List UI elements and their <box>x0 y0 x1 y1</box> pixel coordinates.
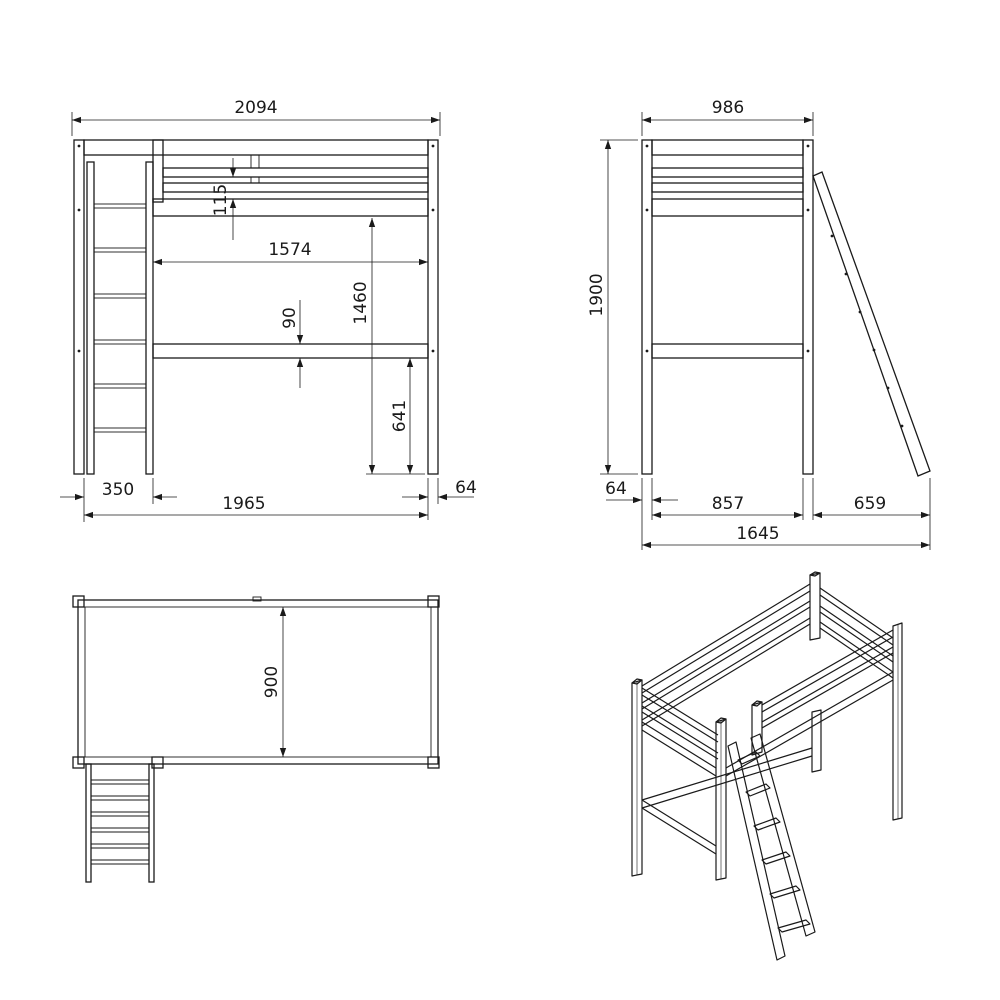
ladder-left-rail <box>86 161 95 475</box>
dim-post-width: 64 <box>455 478 477 498</box>
top-corner-post <box>427 595 440 608</box>
top-ladder <box>85 763 155 883</box>
top-corner-post <box>427 756 440 769</box>
bed-frame-side <box>152 198 429 217</box>
dim-underside-height: 641 <box>390 400 410 432</box>
ladder-right-rail <box>145 161 154 475</box>
dim-side-inner-width: 857 <box>712 494 744 514</box>
guard-slat <box>162 182 429 193</box>
front-right-post <box>427 139 439 475</box>
isometric-view <box>631 571 903 961</box>
front-left-post <box>73 139 85 475</box>
dim-side-post-width: 64 <box>605 479 627 499</box>
ladder-rungs <box>93 203 147 433</box>
top-corner-post <box>72 756 85 769</box>
front-view: 2094 115 1574 1460 90 641 350 64 <box>60 98 477 522</box>
guard-slat <box>162 167 429 178</box>
side-left-post <box>641 139 653 475</box>
side-view: 986 1900 64 857 659 1645 <box>587 98 931 550</box>
guard-post <box>152 139 164 203</box>
dim-clear-height: 1460 <box>351 281 371 324</box>
ladder-holes <box>830 234 904 428</box>
dim-ladder-width: 350 <box>102 480 134 500</box>
dim-frame-length: 1965 <box>222 494 265 514</box>
dim-inner-length: 1574 <box>268 240 311 260</box>
top-guard-rail <box>83 139 429 156</box>
side-right-post <box>802 139 814 475</box>
side-ladder <box>812 171 931 477</box>
lower-rail <box>152 343 429 359</box>
dim-ladder-depth: 659 <box>854 494 886 514</box>
dim-side-height: 1900 <box>587 273 607 316</box>
dim-guard-gap: 115 <box>211 184 231 216</box>
top-view: 900 <box>72 595 440 883</box>
dim-side-width: 986 <box>712 98 744 118</box>
dim-rail-height: 90 <box>280 307 300 329</box>
side-lower-rail <box>651 343 804 359</box>
dim-mattress-width: 900 <box>262 666 282 698</box>
dim-side-depth: 1645 <box>736 524 779 544</box>
top-corner-post <box>151 756 164 769</box>
top-outline <box>77 599 439 765</box>
side-guard-slats <box>651 139 804 217</box>
top-corner-post <box>72 595 85 608</box>
dim-overall-width: 2094 <box>234 98 277 118</box>
